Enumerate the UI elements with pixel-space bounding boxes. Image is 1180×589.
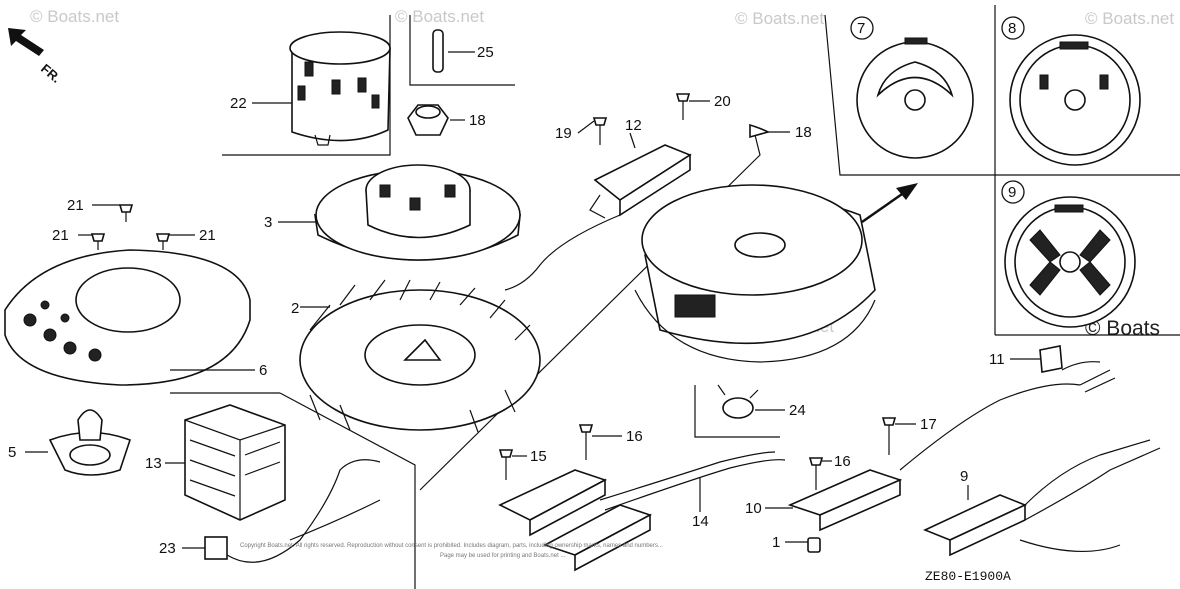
callout-7: 7 bbox=[857, 20, 865, 37]
copyright-line-1: Copyright Boats.net. All rights reserved… bbox=[240, 543, 663, 549]
part-15-harness bbox=[599, 451, 786, 511]
flywheel bbox=[634, 184, 876, 363]
part-20-key bbox=[749, 123, 771, 139]
watermark-top-right: © Boats.net bbox=[735, 9, 824, 28]
callout-10[interactable]: 9 bbox=[960, 468, 968, 485]
callout-21-top[interactable]: 21 bbox=[67, 197, 84, 214]
watermark-top-far-right: © Boats.net bbox=[1085, 9, 1174, 28]
callout-15[interactable]: 14 bbox=[692, 513, 709, 530]
part-24-clamp bbox=[717, 384, 759, 419]
callout-6[interactable]: 6 bbox=[259, 362, 267, 379]
callout-22[interactable]: 22 bbox=[230, 95, 247, 112]
part-23-connector bbox=[204, 459, 381, 563]
part-19-nut bbox=[407, 104, 449, 136]
callout-11[interactable]: 10 bbox=[745, 500, 762, 517]
callout-12[interactable]: 12 bbox=[625, 117, 642, 134]
callout-1[interactable]: 1 bbox=[772, 534, 780, 551]
callout-2[interactable]: 2 bbox=[291, 300, 299, 317]
part-21-screws bbox=[90, 204, 171, 250]
part-1-collar bbox=[807, 537, 821, 553]
part-9-flywheel-variant bbox=[1004, 196, 1136, 328]
callout-21-right[interactable]: 21 bbox=[199, 227, 216, 244]
front-direction-arrow-icon: FR. bbox=[8, 28, 64, 86]
part-3-starter-pulley bbox=[314, 164, 521, 261]
callout-24[interactable]: 24 bbox=[789, 402, 806, 419]
callouts: 5 2 3 6 22 25 18 21 21 21 13 23 19 20 12… bbox=[8, 16, 1025, 557]
part-14-regulator bbox=[184, 404, 286, 521]
variant-pointer-arrow-icon bbox=[861, 183, 918, 224]
callout-17-left[interactable]: 16 bbox=[834, 453, 851, 470]
part-25-pin bbox=[432, 29, 444, 73]
callout-9-circle[interactable]: 9 bbox=[1001, 180, 1025, 204]
part-11-exciter-coil bbox=[787, 369, 1116, 532]
part-16-charge-coil bbox=[498, 424, 653, 572]
callout-20[interactable]: 18 bbox=[795, 124, 812, 141]
leader-lines bbox=[25, 51, 1040, 549]
callout-25[interactable]: 25 bbox=[477, 44, 494, 61]
watermark-boats: © Boats bbox=[1085, 317, 1160, 340]
callout-14[interactable]: 13 bbox=[145, 455, 162, 472]
callout-16-right[interactable]: 16 bbox=[626, 428, 643, 445]
part-12-pulser-coil bbox=[504, 144, 692, 291]
callout-16-left[interactable]: 15 bbox=[530, 448, 547, 465]
part-5-bracket bbox=[48, 409, 132, 476]
group-frames bbox=[170, 5, 1180, 589]
part-10-charge-coil bbox=[922, 439, 1161, 557]
part-22-collar bbox=[289, 31, 391, 146]
part-18-screws bbox=[592, 93, 691, 145]
part-6-cooling-plate bbox=[4, 249, 251, 386]
callout-18-left[interactable]: 19 bbox=[555, 125, 572, 142]
copyright-line-2: Page may be used for printing and Boats.… bbox=[440, 553, 566, 559]
callout-8: 8 bbox=[1008, 20, 1016, 37]
callout-5[interactable]: 5 bbox=[8, 444, 16, 461]
front-direction-label: FR. bbox=[38, 61, 64, 86]
callout-23[interactable]: 23 bbox=[159, 540, 176, 557]
part-7-flywheel-variant bbox=[856, 37, 974, 159]
callout-21-left[interactable]: 21 bbox=[52, 227, 69, 244]
watermark-top-left: © Boats.net bbox=[30, 7, 119, 26]
part-2-fan bbox=[299, 279, 541, 433]
callout-17-right[interactable]: 17 bbox=[920, 416, 937, 433]
watermark-top-center: © Boats.net bbox=[395, 7, 484, 26]
part-8-flywheel-variant bbox=[1009, 34, 1141, 166]
callout-8-circle[interactable]: 8 bbox=[1001, 16, 1025, 40]
callout-18-right[interactable]: 20 bbox=[714, 93, 731, 110]
callout-13[interactable]: 11 bbox=[989, 351, 1005, 368]
callout-7-circle[interactable]: 7 bbox=[850, 16, 874, 40]
callout-9: 9 bbox=[1008, 184, 1016, 201]
part-13-grommet bbox=[1039, 345, 1101, 373]
callout-3[interactable]: 3 bbox=[264, 214, 272, 231]
drawing-code: ZE80-E1900A bbox=[925, 569, 1011, 584]
callout-19[interactable]: 18 bbox=[469, 112, 486, 129]
